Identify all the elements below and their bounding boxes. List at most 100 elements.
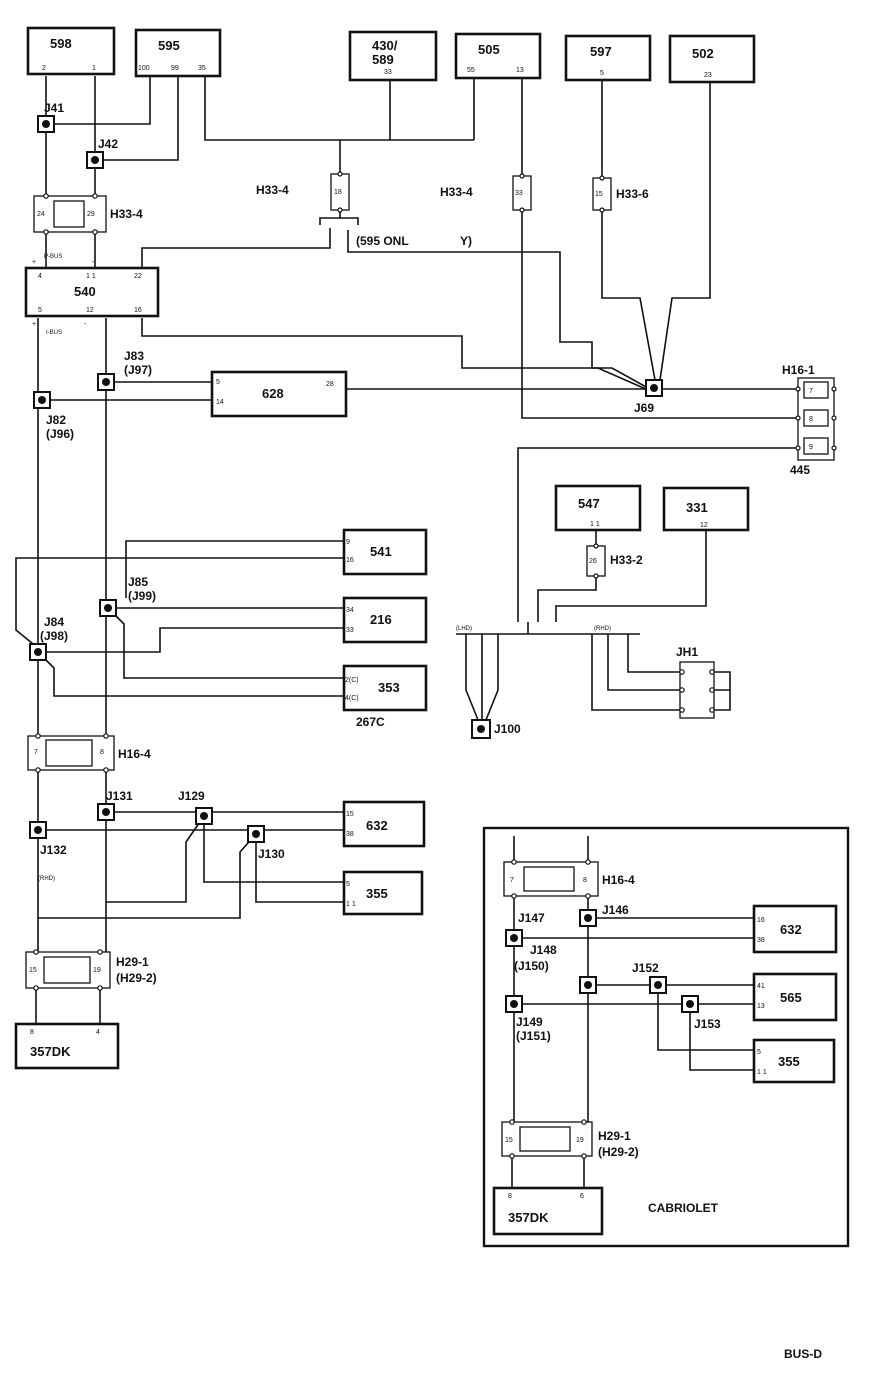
module-430-label: 430/ <box>372 38 398 53</box>
h33-2-label: H33-2 <box>610 553 643 567</box>
module-540-label: 540 <box>74 284 96 299</box>
rhd-note-left: (RHD) <box>38 876 55 882</box>
module-628-label: 628 <box>262 386 284 401</box>
module-353-sublabel: 267C <box>356 715 385 729</box>
h16-4-label: H16-4 <box>118 747 151 761</box>
module-357dk-pin: 4 <box>96 1029 100 1036</box>
cab-module-357dk: 357DK 8 6 <box>492 1186 604 1236</box>
module-598-pin: 2 <box>42 65 46 72</box>
module-540-pin: 1 1 <box>86 273 96 280</box>
only-595-note-end: Y) <box>460 234 472 248</box>
joint-j129: J129 <box>178 789 213 825</box>
joint-j100: J100 <box>471 719 521 739</box>
module-540-pin: 12 <box>86 307 94 314</box>
cab-module-632-pin: 16 <box>757 917 765 924</box>
module-502: 502 23 <box>668 34 756 84</box>
module-355: 355 5 1 1 <box>342 870 424 916</box>
module-505-pin: 55 <box>467 67 475 74</box>
module-628-pin: 14 <box>216 399 224 406</box>
cab-joint-j146: J146 <box>579 903 629 927</box>
module-540-pin: 22 <box>134 273 142 280</box>
connector-h33-6: 15 H33-6 <box>592 175 649 213</box>
cab-module-355-pin: 5 <box>757 1049 761 1056</box>
joint-j85-alt: (J99) <box>128 589 156 603</box>
joint-j69: J69 <box>634 379 663 415</box>
h16-1-pin: 9 <box>809 444 813 451</box>
module-357dk-label: 357DK <box>30 1044 71 1059</box>
joint-j83-alt: (J97) <box>124 363 152 377</box>
module-595-pin: 99 <box>171 65 179 72</box>
module-540-pin: 5 <box>38 307 42 314</box>
cab-joint-mid <box>579 976 597 994</box>
h29-1-alt: (H29-2) <box>116 971 157 985</box>
module-595: 595 100 99 35 <box>134 28 222 78</box>
joint-j85: J85 (J99) <box>99 575 156 617</box>
cab-j152-label: J152 <box>632 961 659 975</box>
module-353-pin: 2(C) <box>345 677 359 684</box>
connector-h33-2: 26 H33-2 <box>586 543 643 579</box>
module-353-label: 353 <box>378 680 400 695</box>
joint-j130: J130 <box>247 825 285 861</box>
p-bus-plus: + <box>32 259 36 266</box>
joint-j83-label: J83 <box>124 349 144 363</box>
cab-module-565-pin: 41 <box>757 983 765 990</box>
module-216-label: 216 <box>370 612 392 627</box>
module-547-pin: 1 1 <box>590 521 600 528</box>
connector-h16-1: 7 8 9 H16-1 445 <box>782 363 837 477</box>
module-445-label: 445 <box>790 463 810 477</box>
module-541: 541 9 16 <box>342 528 428 576</box>
module-597: 597 5 <box>564 34 652 82</box>
cab-h29-1-alt: (H29-2) <box>598 1145 639 1159</box>
module-331: 331 12 <box>662 486 750 532</box>
connector-h33-4-left: 24 29 H33-4 <box>33 193 143 235</box>
joint-j82-label: J82 <box>46 413 66 427</box>
i-bus-minus: - <box>84 321 87 328</box>
cab-connector-h16-4: 7 8 H16-4 <box>503 859 635 899</box>
cab-j146-label: J146 <box>602 903 629 917</box>
i-bus-label: I-BUS <box>46 330 62 336</box>
module-628: 628 5 14 28 <box>210 370 348 418</box>
cab-j149-alt: (J151) <box>516 1029 551 1043</box>
i-bus-plus: + <box>32 321 36 328</box>
page-tag: BUS-D <box>784 1347 822 1361</box>
h33-2-pin: 26 <box>589 558 597 565</box>
module-632-pin: 15 <box>346 811 354 818</box>
joint-j131: J131 <box>97 789 133 821</box>
cab-module-565-pin: 13 <box>757 1003 765 1010</box>
cab-h29-1-label: H29-1 <box>598 1129 631 1143</box>
h16-1-label: H16-1 <box>782 363 815 377</box>
connector-h33-4-mid: 18 H33-4 <box>256 171 350 213</box>
connector-h33-4-right: 33 H33-4 <box>440 173 532 213</box>
cab-h16-4-label: H16-4 <box>602 873 635 887</box>
h29-1-pin: 15 <box>29 967 37 974</box>
joint-j42: J42 <box>86 137 118 169</box>
module-589-label: 589 <box>372 52 394 67</box>
cab-module-357dk-label: 357DK <box>508 1210 549 1225</box>
h33-4-mid-pin: 18 <box>334 189 342 196</box>
wires <box>15 76 799 1024</box>
joint-j85-label: J85 <box>128 575 148 589</box>
cabriolet-title: CABRIOLET <box>648 1201 719 1215</box>
h33-4-mid-label: H33-4 <box>256 183 289 197</box>
h16-1-pin: 8 <box>809 416 813 423</box>
module-331-label: 331 <box>686 500 708 515</box>
cab-module-632-pin: 38 <box>757 937 765 944</box>
module-357dk: 357DK 8 4 <box>14 1022 120 1070</box>
cab-j149-label: J149 <box>516 1015 543 1029</box>
module-331-pin: 12 <box>700 522 708 529</box>
cab-j153-label: J153 <box>694 1017 721 1031</box>
module-353-pin: 4(C) <box>345 695 359 702</box>
cabriolet-inset: 7 8 H16-4 J146 J147 J148 (J150) 632 16 3… <box>482 826 850 1248</box>
cab-module-357dk-pin: 8 <box>508 1193 512 1200</box>
cab-module-355-pin: 1 1 <box>757 1069 767 1076</box>
module-355-pin: 5 <box>346 881 350 888</box>
module-595-label: 595 <box>158 38 180 53</box>
module-628-pin: 5 <box>216 379 220 386</box>
module-597-pin: 5 <box>600 70 604 77</box>
cab-j148-label: J148 <box>530 943 557 957</box>
cab-h16-4-pin: 7 <box>510 877 514 884</box>
h29-1-label: H29-1 <box>116 955 149 969</box>
module-598: 598 2 1 <box>26 26 116 76</box>
joint-j82: J82 (J96) <box>33 391 74 441</box>
module-598-pin: 1 <box>92 65 96 72</box>
